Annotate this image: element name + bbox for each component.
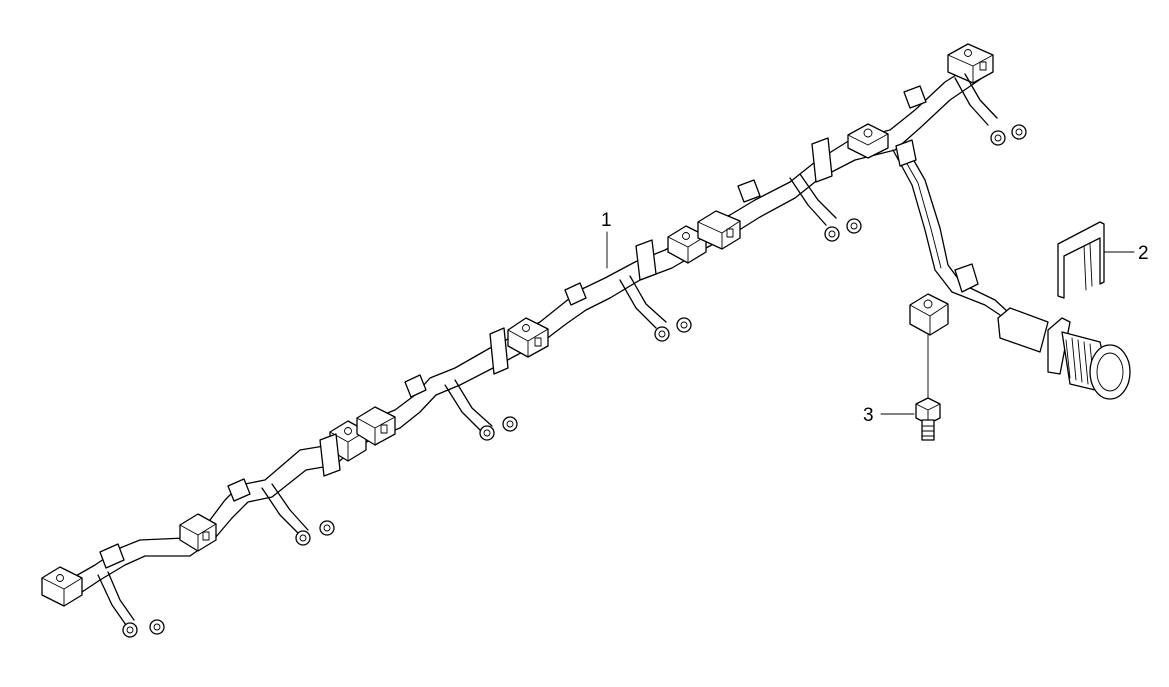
lead-3 (444, 379, 518, 441)
bracket-7 (847, 123, 889, 159)
brackets (41, 43, 994, 607)
bracket-3 (356, 406, 396, 446)
lead-6 (954, 73, 1027, 146)
bracket-4 (507, 317, 549, 358)
bracket-6 (697, 210, 741, 250)
harness-branch (892, 144, 1009, 316)
bracket-left-end (41, 566, 83, 607)
part-3-bolt (915, 397, 941, 441)
clips (99, 85, 979, 569)
lead-1 (97, 571, 165, 638)
callout-2: 2 (1138, 243, 1149, 264)
callout-3: 3 (863, 405, 874, 426)
bracket-5 (667, 225, 707, 264)
lead-4 (619, 275, 692, 342)
bracket-1 (179, 513, 217, 552)
leader-lines (606, 231, 1135, 415)
drop-leads (97, 73, 1027, 638)
round-connector (997, 307, 1131, 400)
lead-5 (789, 173, 862, 242)
lead-2 (261, 483, 335, 546)
part-2-clip (1057, 221, 1105, 299)
hex-nut-block (909, 293, 949, 336)
bracket-right-end (947, 43, 994, 84)
callout-1: 1 (601, 210, 612, 231)
